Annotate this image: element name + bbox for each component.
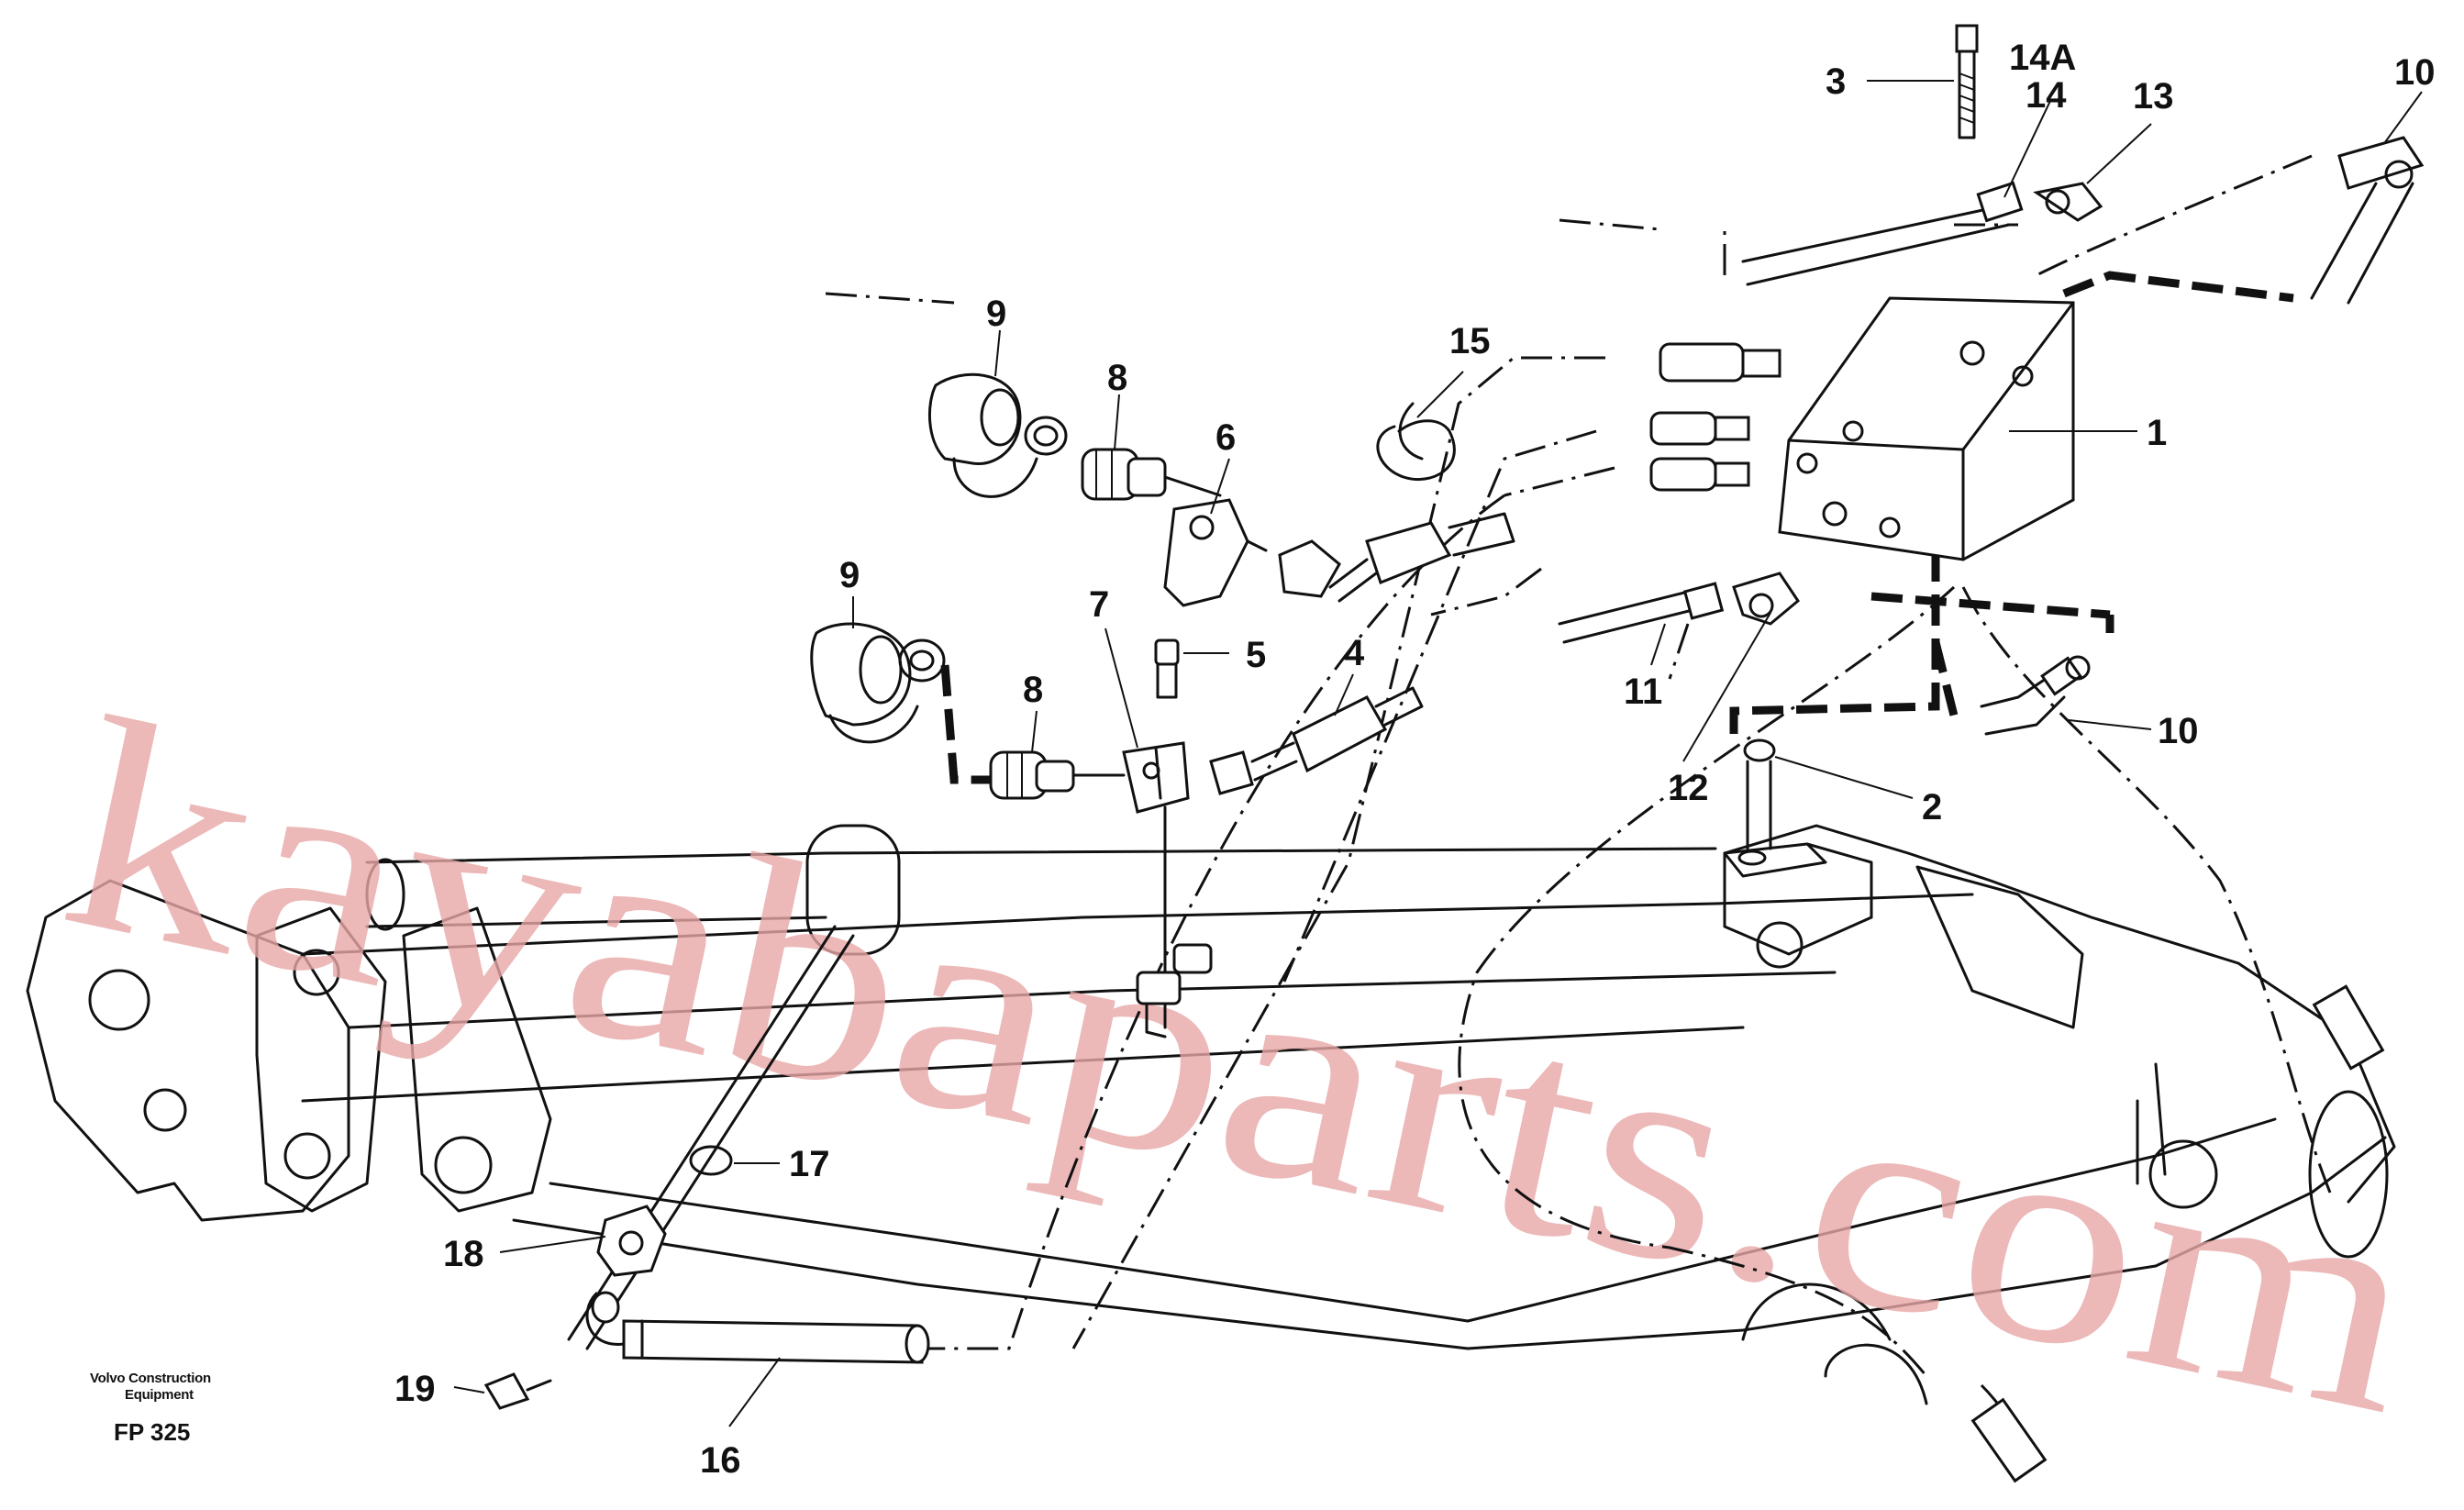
hose-10-lower xyxy=(1970,655,2385,1483)
clamp-small xyxy=(1136,943,1213,1038)
hose-11 xyxy=(1558,582,1725,644)
fitting-12 xyxy=(1732,572,1800,626)
callout-13: 13 xyxy=(2133,76,2174,117)
callout-2: 2 xyxy=(1922,787,1942,827)
callout-1: 1 xyxy=(2147,413,2167,453)
callout-9-lower: 9 xyxy=(839,555,860,595)
callout-7: 7 xyxy=(1089,584,1109,625)
callout-11: 11 xyxy=(1624,672,1662,712)
bolt-5 xyxy=(1154,638,1180,699)
callout-9-upper: 9 xyxy=(986,294,1006,334)
callout-3: 3 xyxy=(1826,61,1846,102)
screw-3 xyxy=(1955,24,1979,139)
callout-17: 17 xyxy=(789,1144,830,1184)
cap-9-upper xyxy=(927,372,1068,498)
callout-15: 15 xyxy=(1449,321,1491,361)
nipple-8-lower xyxy=(989,750,1126,800)
valve-block xyxy=(1778,296,2075,561)
figure-code: FP 325 xyxy=(114,1418,191,1446)
hose-10-upper xyxy=(2310,136,2425,305)
callout-labels: 3 14A 14 13 10 9 8 15 6 1 9 7 5 4 8 11 1… xyxy=(394,38,2436,1481)
callout-5: 5 xyxy=(1246,635,1266,675)
cap-9-lower xyxy=(810,622,946,744)
callout-6: 6 xyxy=(1215,417,1236,458)
hose-4 xyxy=(1209,686,1424,795)
publisher-subtitle: Equipment xyxy=(125,1387,194,1403)
callout-10-lower: 10 xyxy=(2158,711,2199,751)
callout-4: 4 xyxy=(1344,633,1365,673)
callout-10-upper: 10 xyxy=(2394,52,2436,93)
callout-8-upper: 8 xyxy=(1107,358,1127,398)
callout-8-lower: 8 xyxy=(1023,670,1043,710)
callout-14: 14 xyxy=(2026,75,2067,116)
clip-15 xyxy=(1376,402,1456,482)
boom-arm-structure xyxy=(26,824,2396,1405)
clamp-18 xyxy=(596,1205,667,1277)
callout-12: 12 xyxy=(1668,768,1709,808)
callout-14a: 14A xyxy=(2009,38,2076,78)
callout-18: 18 xyxy=(443,1234,484,1274)
callout-16: 16 xyxy=(700,1440,741,1481)
hose-upper-fitting xyxy=(1278,512,1515,603)
publisher-name: Volvo Construction xyxy=(90,1371,211,1386)
hose-16 xyxy=(585,1291,930,1364)
bolt-19 xyxy=(483,1372,552,1410)
bracket-6 xyxy=(1163,498,1268,607)
leader-lines xyxy=(453,80,2423,1427)
callout-19: 19 xyxy=(394,1369,436,1409)
heavy-dashed-connections xyxy=(940,271,2294,784)
fitting-13 xyxy=(2033,182,2103,222)
coupling-pipes xyxy=(1649,342,1781,492)
nipple-8-upper xyxy=(1081,448,1222,501)
pipe-14 xyxy=(1741,181,2024,286)
o-ring-17 xyxy=(689,1145,733,1176)
washer-2 xyxy=(1743,738,1776,850)
